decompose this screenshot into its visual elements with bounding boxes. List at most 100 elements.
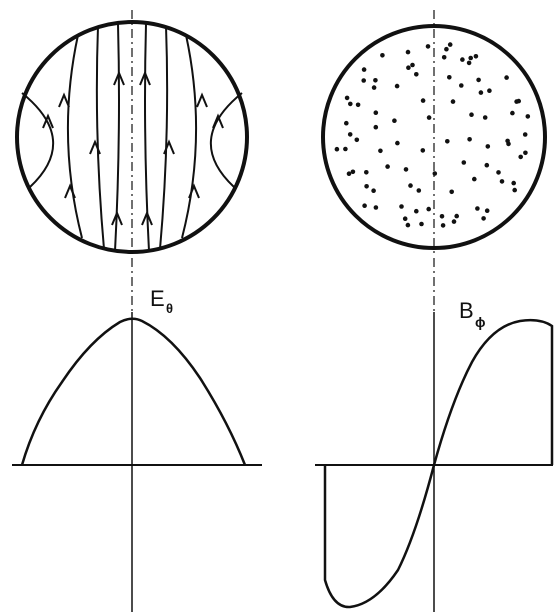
dot: [403, 167, 409, 172]
dot: [473, 54, 479, 59]
dot: [522, 132, 528, 137]
dot: [402, 216, 408, 221]
dot: [460, 57, 465, 62]
dot: [525, 114, 531, 119]
dot: [373, 124, 379, 130]
dot: [385, 164, 390, 169]
dot-field: [334, 42, 531, 228]
dot: [347, 132, 353, 137]
dot: [373, 78, 378, 83]
dot: [348, 101, 353, 107]
dot: [478, 90, 484, 95]
field-line: [210, 92, 243, 188]
dot: [449, 189, 455, 195]
dot: [414, 208, 419, 214]
dot: [420, 98, 426, 103]
dot: [472, 176, 477, 182]
dot: [334, 146, 340, 152]
dot: [454, 213, 460, 219]
field-line: [181, 34, 198, 239]
dot: [408, 183, 413, 188]
arrow-up-icon: [139, 70, 151, 86]
dot: [459, 83, 464, 88]
e-theta-curve: [20, 317, 247, 466]
arrow-up-icon: [113, 70, 125, 86]
dot: [405, 49, 411, 55]
dot: [447, 42, 453, 47]
field-arrows: [42, 70, 224, 226]
dot: [350, 169, 356, 175]
dot: [485, 144, 491, 149]
dot: [364, 170, 369, 175]
dot: [466, 60, 472, 66]
arrow-up-icon: [111, 210, 123, 226]
dot: [504, 75, 509, 80]
dot: [510, 110, 515, 116]
dot: [469, 112, 474, 117]
arrow-up-icon: [212, 113, 224, 129]
dot: [364, 184, 369, 189]
dot: [414, 72, 419, 77]
arrow-up-icon: [42, 113, 54, 129]
arrow-up-icon: [188, 183, 200, 199]
dot: [346, 171, 352, 176]
dot: [441, 55, 447, 60]
dot: [447, 75, 452, 80]
dot: [378, 148, 383, 154]
dot: [432, 171, 438, 176]
dot: [362, 203, 367, 208]
arrow-up-icon: [58, 92, 70, 108]
dot: [496, 170, 501, 175]
dot: [450, 99, 456, 104]
dot: [499, 179, 505, 184]
e-theta-subscript: θ: [166, 301, 173, 316]
right-profile-plot: B ϕ: [315, 258, 554, 612]
dot: [399, 204, 404, 209]
field-line: [114, 23, 120, 252]
arrow-up-icon: [89, 139, 101, 155]
dot: [426, 115, 432, 120]
dot: [484, 162, 490, 168]
dot: [410, 62, 415, 68]
b-phi-label: B: [459, 298, 474, 323]
dot: [392, 118, 397, 123]
dot: [487, 88, 492, 93]
dot: [405, 222, 411, 228]
left-profile-plot: E θ: [12, 258, 262, 612]
dot: [445, 139, 450, 144]
dot: [444, 46, 449, 52]
dot: [371, 188, 376, 193]
dot: [511, 180, 516, 186]
field-line: [144, 23, 150, 252]
dot: [406, 65, 411, 70]
dot: [420, 148, 426, 153]
dot: [482, 115, 488, 120]
dot: [395, 140, 400, 146]
b-phi-curve: [323, 318, 554, 609]
arrow-up-icon: [141, 210, 153, 226]
dot: [344, 120, 349, 126]
dot: [475, 206, 480, 211]
field-line: [159, 25, 169, 250]
b-phi-subscript: ϕ: [475, 314, 486, 330]
field-line: [21, 92, 54, 188]
dot: [467, 137, 472, 142]
dot: [523, 150, 528, 156]
dot: [505, 138, 510, 144]
dot: [394, 83, 400, 89]
e-theta-label: E: [150, 286, 165, 311]
dot: [484, 208, 490, 213]
dot: [512, 187, 517, 193]
dot: [468, 55, 474, 61]
dot: [439, 214, 445, 219]
dot: [440, 223, 446, 228]
dot: [361, 78, 367, 83]
dot: [354, 137, 360, 143]
dot: [380, 53, 385, 58]
left-cross-section: [15, 10, 249, 255]
right-cross-section: [321, 10, 547, 255]
arrow-up-icon: [163, 139, 175, 155]
field-line: [66, 34, 83, 239]
dot: [373, 110, 379, 115]
